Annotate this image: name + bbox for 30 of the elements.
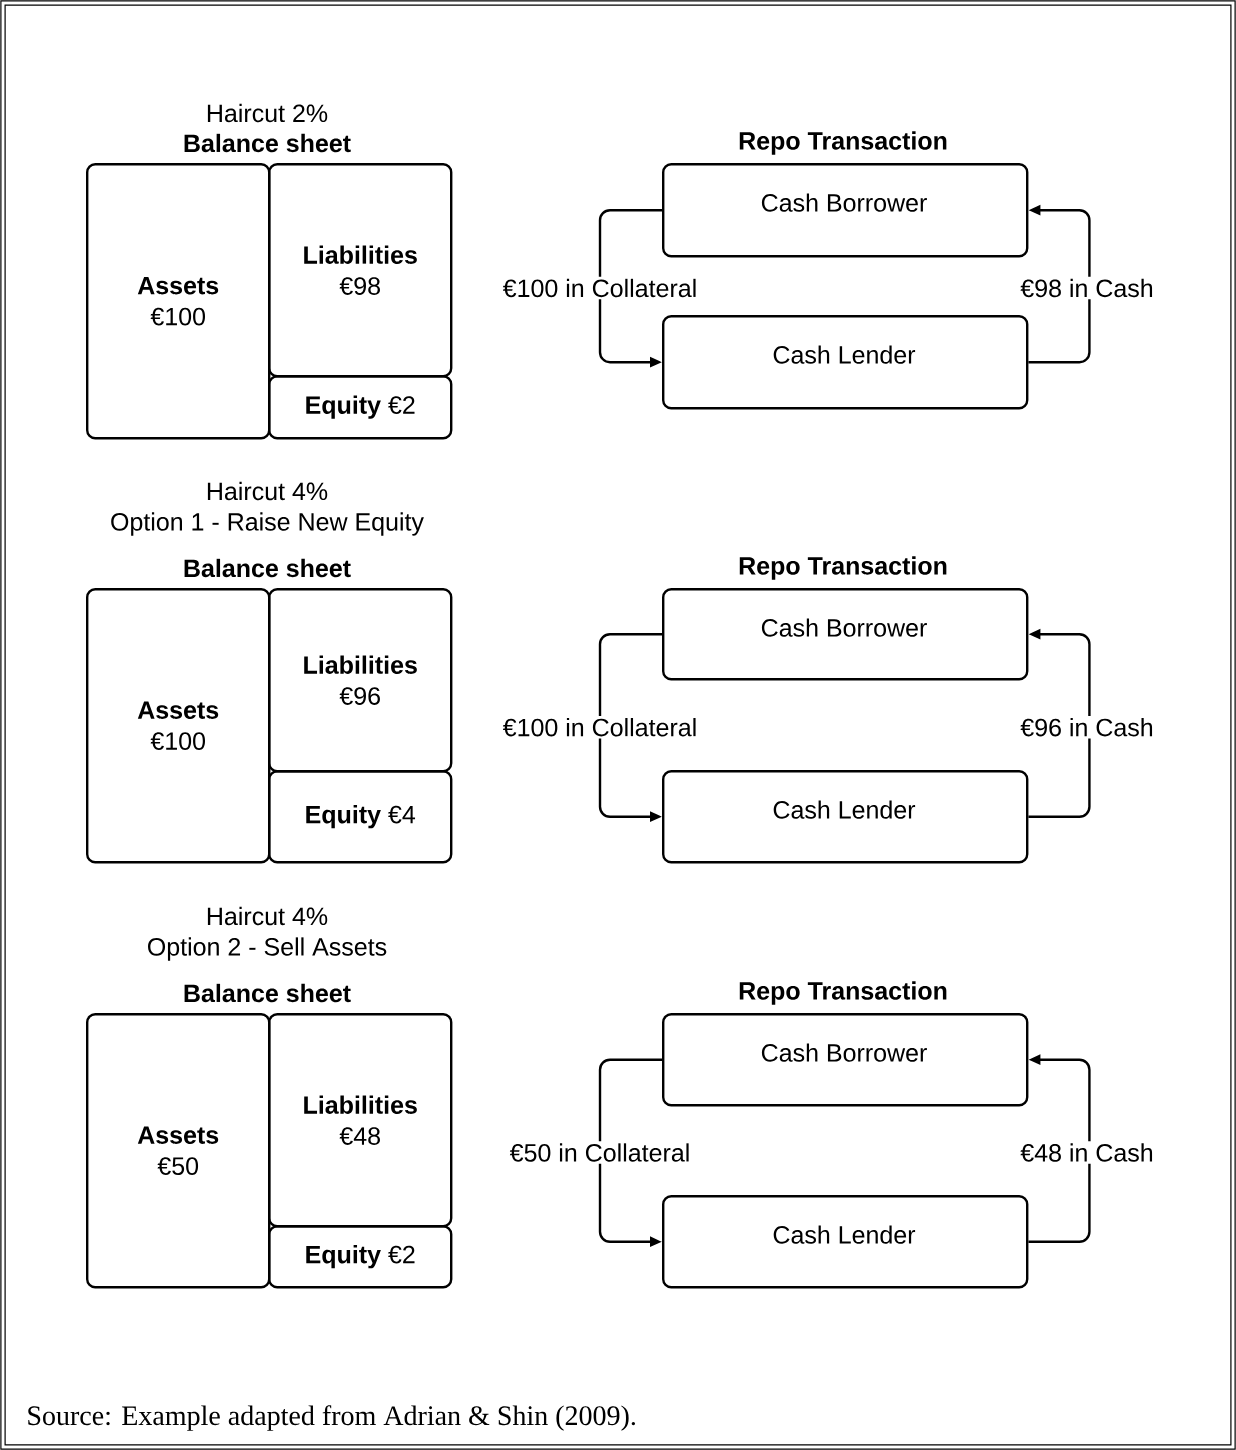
section-heading: Balance sheet <box>184 558 351 578</box>
scenario-label: Haircut 4% <box>207 906 328 926</box>
scenario-label: Haircut 2% <box>207 103 328 123</box>
edge-label: €96 in Cash <box>1018 716 1156 739</box>
liabilities-box: Liabilities €48 <box>268 1013 453 1228</box>
edge-label: €48 in Cash <box>1018 1141 1156 1164</box>
scenario-label: Option 1 - Raise New Equity <box>111 512 424 536</box>
party-box: Cash Lender <box>662 315 1029 410</box>
party-box: Cash Lender <box>662 1195 1029 1289</box>
assets-box: Assets €100 <box>86 163 271 440</box>
scenario-label: Option 2 - Sell Assets <box>148 937 387 961</box>
edge-label: €98 in Cash <box>1018 276 1156 300</box>
equity-box: Equity €2 <box>268 1225 453 1289</box>
equity-box: Equity €2 <box>268 375 453 440</box>
assets-box: Assets €100 <box>86 588 271 864</box>
edge-label: €100 in Collateral <box>500 276 700 300</box>
section-heading: Balance sheet <box>184 133 351 153</box>
section-heading: Balance sheet <box>184 983 351 1003</box>
source-note: Source: Example adapted from Adrian & Shin (2009). <box>28 1405 635 1431</box>
party-box: Cash Borrower <box>662 588 1029 681</box>
equity-box: Equity €4 <box>268 770 453 864</box>
liabilities-box: Liabilities €96 <box>268 588 453 773</box>
liabilities-box: Liabilities €98 <box>268 163 453 378</box>
party-box: Cash Borrower <box>662 1013 1029 1107</box>
assets-box: Assets €50 <box>86 1013 271 1289</box>
edge-label: €50 in Collateral <box>507 1141 693 1164</box>
party-box: Cash Borrower <box>662 163 1029 258</box>
party-box: Cash Lender <box>662 770 1029 864</box>
scenario-label: Haircut 4% <box>207 481 328 501</box>
edge-label: €100 in Collateral <box>500 716 700 739</box>
